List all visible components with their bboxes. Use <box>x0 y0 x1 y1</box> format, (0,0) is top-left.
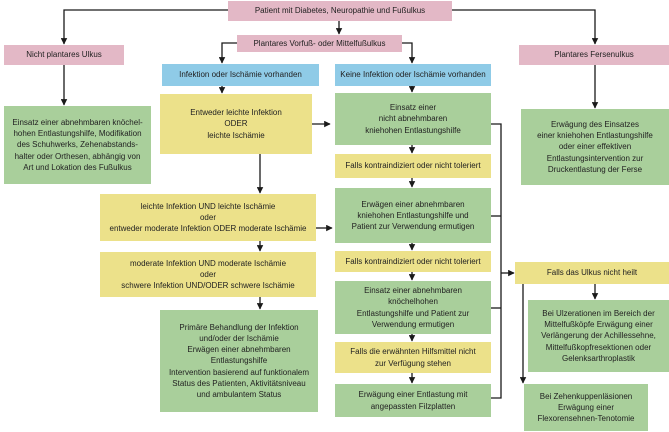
plantar-heel-node: Plantares Fersenulkus <box>519 45 669 65</box>
not-healing-node: Falls das Ulkus nicht heilt <box>515 262 669 284</box>
non-plantar-treatment-node: Einsatz einer abnehmbaren knöchel- hohen… <box>4 106 151 184</box>
felt-padding-node: Erwägung einer Entlastung mit angepasste… <box>335 384 491 417</box>
collector-line <box>491 123 502 399</box>
heel-treatment-node: Erwägung des Einsatzes einer kniehohen E… <box>521 109 669 185</box>
arrow-root-to-nonplantar <box>60 9 228 45</box>
non-plantar-node: Nicht plantares Ulkus <box>4 45 124 65</box>
arrow-root-to-heel <box>452 9 599 45</box>
nonremovable-knee-node: Einsatz einer nicht abnehmbaren kniehohe… <box>335 93 491 145</box>
mild-both-node: leichte Infektion UND leichte Ischämie o… <box>100 194 316 241</box>
infection-present-node: Infektion oder Ischämie vorhanden <box>162 64 319 86</box>
contraindicated-node-1: Falls kontraindiziert oder nicht tolerie… <box>335 154 491 178</box>
no-infection-node: Keine Infektion oder Ischämie vorhanden <box>335 64 491 86</box>
aids-unavailable-node: Falls die erwähnten Hilfsmittel nicht zu… <box>335 342 491 373</box>
removable-knee-node: Erwägen einer abnehmbaren kniehohen Entl… <box>335 188 491 243</box>
root-node: Patient mit Diabetes, Neuropathie und Fu… <box>228 1 452 21</box>
metatarsal-surgery-node: Bei Ulzerationen im Bereich der Mittelfu… <box>528 300 669 372</box>
moderate-severe-node: moderate Infektion UND moderate Ischämie… <box>100 252 316 297</box>
contraindicated-node-2: Falls kontraindiziert oder nicht tolerie… <box>335 251 491 272</box>
primary-treatment-node: Primäre Behandlung der Infektion und/ode… <box>160 310 318 412</box>
plantar-forefoot-node: Plantares Vorfuß- oder Mittelfußulkus <box>237 35 402 52</box>
removable-ankle-node: Einsatz einer abnehmbaren knöchelhohen E… <box>335 281 491 334</box>
mild-either-node: Entweder leichte Infektion ODER leichte … <box>160 94 312 154</box>
arrow-forefoot-to-noinfection <box>402 42 416 64</box>
arrow-forefoot-to-infection <box>218 42 237 64</box>
toe-tenotomy-node: Bei Zehenkuppenläsionen Erwägung einer F… <box>524 384 648 431</box>
